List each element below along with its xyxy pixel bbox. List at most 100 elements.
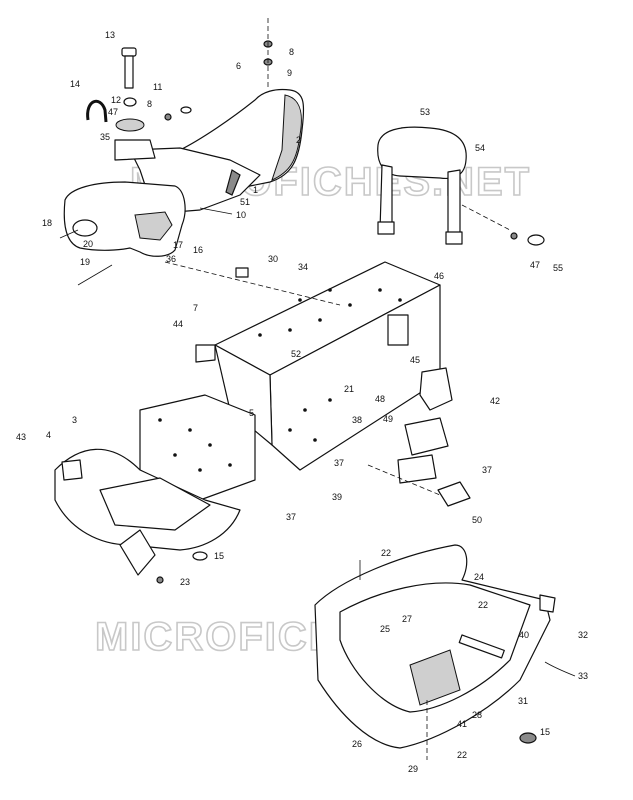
callout-14: 14 — [70, 79, 80, 89]
seat-strap — [225, 169, 241, 196]
callout-46: 46 — [434, 271, 444, 281]
callout-17: 17 — [173, 240, 183, 250]
callout-31: 31 — [518, 696, 528, 706]
callout-22: 22 — [381, 548, 391, 558]
callout-6: 6 — [236, 61, 241, 71]
callout-30: 30 — [268, 254, 278, 264]
callout-18: 18 — [42, 218, 52, 228]
callout-39: 39 — [332, 492, 342, 502]
callout-32: 32 — [578, 630, 588, 640]
callout-13: 13 — [105, 30, 115, 40]
callout-24: 24 — [474, 572, 484, 582]
tank-recess — [134, 211, 173, 241]
callout-22: 22 — [478, 600, 488, 610]
callout-7: 7 — [193, 303, 198, 313]
callout-25: 25 — [380, 624, 390, 634]
bracket-plate — [419, 367, 453, 411]
callout-1: 1 — [253, 185, 258, 195]
callout-54: 54 — [475, 143, 485, 153]
callout-21: 21 — [344, 384, 354, 394]
callout-22: 22 — [457, 750, 467, 760]
callout-53: 53 — [420, 107, 430, 117]
grommet-15-hood — [519, 732, 537, 744]
connector-30 — [235, 267, 249, 278]
callout-12: 12 — [111, 95, 121, 105]
callout-23: 23 — [180, 577, 190, 587]
nut — [164, 113, 172, 121]
callout-34: 34 — [298, 262, 308, 272]
bracket-50 — [437, 481, 471, 507]
plug-23 — [156, 576, 164, 584]
bracket-44 — [195, 344, 216, 363]
fuel-fitting — [77, 264, 113, 286]
callout-37: 37 — [482, 465, 492, 475]
callout-16: 16 — [193, 245, 203, 255]
callout-42: 42 — [490, 396, 500, 406]
grommet-15 — [192, 551, 208, 561]
callout-9: 9 — [287, 68, 292, 78]
callout-48: 48 — [375, 394, 385, 404]
callout-20: 20 — [83, 239, 93, 249]
fuel-line — [59, 229, 79, 239]
callout-4: 4 — [46, 430, 51, 440]
mount-centerline — [367, 464, 441, 496]
lock-nut — [510, 232, 518, 240]
hood-cable-33 — [544, 661, 576, 677]
side-bracket — [387, 314, 409, 346]
callout-50: 50 — [472, 515, 482, 525]
frame-tunnel — [164, 261, 471, 507]
callout-55: 55 — [553, 263, 563, 273]
callout-29: 29 — [408, 764, 418, 774]
callout-44: 44 — [173, 319, 183, 329]
hood-console — [409, 649, 461, 706]
callout-8: 8 — [289, 47, 294, 57]
callout-35: 35 — [100, 132, 110, 142]
fuel-pickup-tube — [124, 55, 134, 89]
callout-5: 5 — [249, 408, 254, 418]
hose-route — [164, 261, 341, 306]
callout-28: 28 — [472, 710, 482, 720]
fuel-filter — [123, 97, 137, 107]
front-chassis — [54, 344, 256, 584]
callout-10: 10 — [236, 210, 246, 220]
chassis-rail — [119, 529, 156, 576]
callout-41: 41 — [457, 719, 467, 729]
callout-37: 37 — [286, 512, 296, 522]
callout-37: 37 — [334, 458, 344, 468]
callout-36: 36 — [166, 254, 176, 264]
callout-49: 49 — [383, 414, 393, 424]
callout-26: 26 — [352, 739, 362, 749]
callout-8: 8 — [147, 99, 152, 109]
callout-2: 2 — [296, 135, 301, 145]
callout-51: 51 — [240, 197, 250, 207]
callout-19: 19 — [80, 257, 90, 267]
bracket-plate — [404, 417, 449, 456]
hood-strip-40 — [458, 634, 505, 659]
callout-27: 27 — [402, 614, 412, 624]
tunnel-left-flange — [214, 344, 273, 446]
washer — [180, 106, 192, 114]
callout-45: 45 — [410, 355, 420, 365]
tank-bracket — [114, 139, 156, 161]
vent-hose — [86, 99, 108, 123]
callout-47: 47 — [530, 260, 540, 270]
backrest-assembly — [377, 126, 545, 246]
callout-43: 43 — [16, 432, 26, 442]
callout-3: 3 — [72, 415, 77, 425]
callout-11: 11 — [153, 82, 162, 92]
callout-40: 40 — [519, 630, 529, 640]
backrest-knob — [527, 234, 545, 246]
callout-15: 15 — [214, 551, 224, 561]
mount-centerline — [461, 204, 511, 231]
backrest-foot — [377, 221, 395, 235]
callout-33: 33 — [578, 671, 588, 681]
seat-assembly — [59, 18, 305, 286]
hood-assembly — [314, 544, 576, 760]
bracket-4 — [61, 459, 83, 481]
pan-inner — [99, 477, 211, 531]
callout-47: 47 — [108, 107, 118, 117]
backrest-frame-left — [379, 164, 393, 231]
